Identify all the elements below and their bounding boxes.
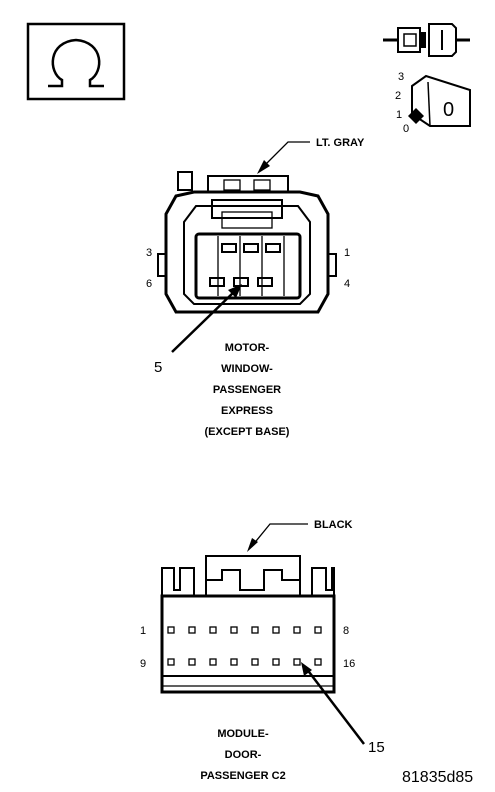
connector1-name-line-4: EXPRESS	[221, 405, 273, 417]
key-selected-position: 0	[443, 99, 454, 121]
connector-motor-window: LT. GRAY 3 1 6 4	[146, 137, 365, 438]
figure-id: 81835d85	[402, 769, 473, 786]
connector1-color-label: LT. GRAY	[316, 137, 365, 149]
connector2-upper-pin-row	[167, 626, 322, 634]
connector2-pin-9: 9	[140, 658, 146, 670]
connector1-name-line-2: WINDOW-	[221, 363, 273, 375]
connector2-lower-pin-row	[167, 658, 322, 666]
ohm-icon	[26, 22, 126, 101]
connector1-pin-1: 1	[344, 247, 350, 259]
connector1-name-line-1: MOTOR-	[225, 342, 270, 354]
connector2-name-line-1: MODULE-	[217, 728, 269, 740]
connector2-name-line-3: PASSENGER C2	[200, 770, 285, 782]
connector1-name-line-3: PASSENGER	[213, 384, 281, 396]
callout-leader-line	[305, 667, 365, 745]
callout-leader-line	[171, 289, 237, 353]
ignition-key-icon: 3 2 1 0 0	[395, 71, 471, 135]
connector2-name-line-2: DOOR-	[225, 749, 262, 761]
key-position-1: 1	[396, 109, 402, 121]
connector2-color-label: BLACK	[314, 519, 353, 531]
connector-plug-icon	[383, 23, 470, 57]
connector2-pin-1: 1	[140, 625, 146, 637]
color-leader-line	[251, 523, 308, 547]
connector2-pin-8: 8	[343, 625, 349, 637]
key-position-0: 0	[403, 123, 409, 135]
connector1-pin-4: 4	[344, 278, 350, 290]
key-position-3: 3	[398, 71, 404, 83]
connector1-name-line-5: (EXCEPT BASE)	[205, 426, 290, 438]
connector-module-door: BLACK	[140, 519, 385, 782]
connector2-callout: 15	[368, 739, 385, 756]
connector2-pin-16: 16	[343, 658, 355, 670]
connector1-pin-3: 3	[146, 247, 152, 259]
connector1-pin-6: 6	[146, 278, 152, 290]
key-position-2: 2	[395, 90, 401, 102]
connector1-callout: 5	[154, 359, 162, 376]
color-leader-line	[261, 141, 310, 169]
